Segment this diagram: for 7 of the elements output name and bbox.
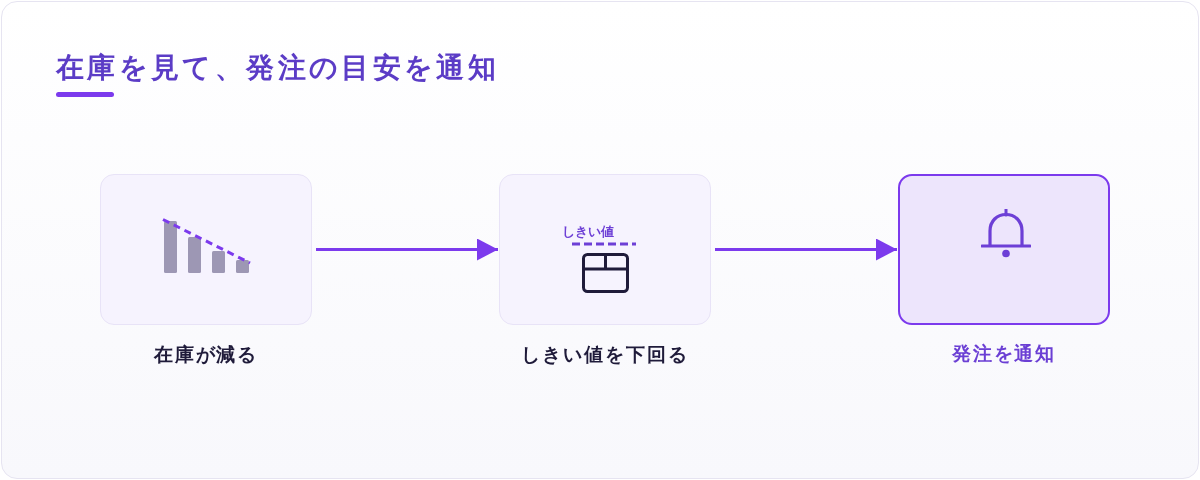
step-caption: しきい値を下回る	[521, 343, 689, 367]
arrow	[316, 238, 498, 261]
threshold-label: しきい値	[562, 224, 614, 240]
step-caption: 発注を通知	[951, 342, 1057, 366]
arrow	[715, 238, 897, 261]
step-caption: 在庫が減る	[153, 343, 259, 367]
title: 在庫を見て、発注の目安を通知	[56, 51, 500, 85]
